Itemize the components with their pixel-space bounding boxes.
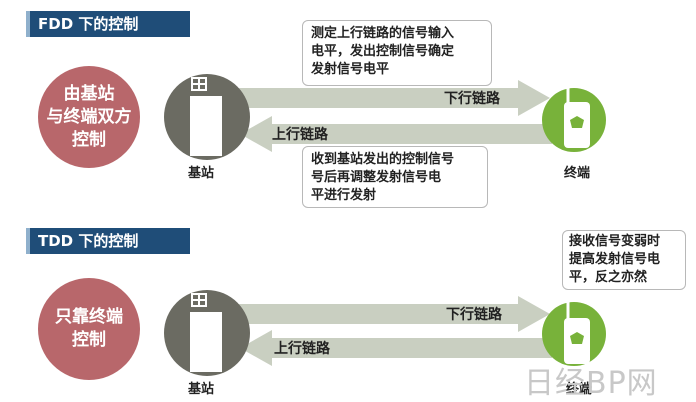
base-station-icon (190, 77, 222, 156)
base-station-icon (190, 293, 222, 372)
tdd-downlink-label: 下行链路 (446, 307, 502, 323)
fdd-uplink-label: 上行链路 (272, 127, 328, 143)
fdd-callout-terminal: 收到基站发出的控制信号 号后再调整发射信号电 平进行发射 (302, 146, 488, 208)
fdd-base-station-label: 基站 (188, 166, 215, 181)
fdd-control-circle: 由基站 与终端双方 控制 (38, 66, 140, 168)
fdd-callout-base-station: 测定上行链路的信号输入 电平，发出控制信号确定 发射信号电平 (302, 20, 492, 86)
watermark: 日经BP网 (524, 366, 658, 401)
terminal-icon (564, 80, 590, 148)
tdd-section-title: TDD 下的控制 (26, 228, 190, 254)
fdd-section-title: FDD 下的控制 (26, 11, 190, 37)
tdd-uplink-label: 上行链路 (274, 341, 330, 357)
fdd-uplink-arrow (240, 116, 552, 152)
tdd-terminal-label: 终端 (566, 382, 593, 397)
terminal-icon (564, 296, 590, 364)
tdd-downlink-arrow (238, 296, 550, 332)
fdd-downlink-arrow (238, 80, 550, 116)
tdd-callout-terminal: 接收信号变弱时 提高发射信号电 平，反之亦然 (562, 230, 686, 290)
tdd-uplink-arrow (240, 330, 552, 366)
fdd-downlink-label: 下行链路 (444, 91, 500, 107)
tdd-control-circle: 只靠终端 控制 (38, 278, 140, 380)
tdd-base-station-label: 基站 (188, 382, 215, 397)
fdd-terminal-label: 终端 (564, 166, 591, 181)
